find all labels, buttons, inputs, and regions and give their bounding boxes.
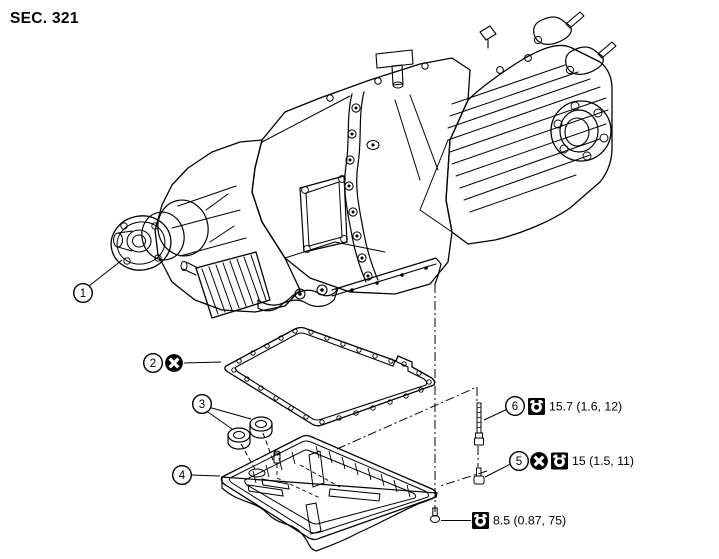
centerlines (336, 284, 488, 512)
callout-4: 4 (171, 465, 192, 486)
main-case (251, 49, 471, 297)
cooling-fins (447, 64, 609, 213)
torque-icon (472, 512, 489, 529)
bolt-short (473, 467, 485, 485)
transfer-case (154, 139, 348, 313)
companion-flange (110, 193, 235, 271)
drain-plug (430, 507, 440, 523)
transmission-assembly (110, 11, 617, 319)
drain-plug-label: 8.5 (0.87, 75) (472, 512, 566, 529)
section-label: SEC. 321 (10, 10, 79, 27)
torque-value-bolt6: 15.7 (1.6, 12) (549, 400, 622, 414)
gasket-bolt-holes (231, 328, 432, 425)
oil-pan (220, 434, 438, 552)
torque-icon (528, 398, 545, 415)
callout-5-number: 5 (516, 456, 522, 468)
magnet (249, 416, 273, 439)
callout-3-number: 3 (199, 399, 205, 411)
torque-icon (551, 452, 568, 470)
callout-6: 6 15.7 (1.6, 12) (505, 396, 622, 417)
torque-value-drain-plug: 8.5 (0.87, 75) (493, 514, 566, 528)
non-reusable-icon (529, 451, 549, 471)
magnet (227, 427, 251, 450)
bolt-long (474, 402, 484, 446)
callout-4-number: 4 (179, 470, 186, 482)
pan-rail (331, 257, 442, 297)
callout-1-number: 1 (80, 288, 86, 300)
case-joint-bolts (344, 103, 373, 281)
callout-2-number: 2 (150, 358, 156, 370)
callout-5: 5 15 (1.5, 11) (509, 451, 634, 472)
pan-baffles (247, 450, 381, 535)
oil-cooler (180, 251, 339, 319)
non-reusable-icon (164, 353, 184, 373)
callout-6-number: 6 (512, 401, 518, 413)
callout-1: 1 (72, 283, 93, 304)
leader-lines (88, 259, 511, 521)
callout-3: 3 (191, 394, 212, 415)
rear-extension-housing (445, 11, 617, 245)
torque-value-bolt5: 15 (1.5, 11) (572, 454, 634, 468)
callout-2: 2 (142, 353, 184, 374)
oil-pan-gasket (224, 326, 436, 427)
rear-flange (550, 100, 612, 162)
